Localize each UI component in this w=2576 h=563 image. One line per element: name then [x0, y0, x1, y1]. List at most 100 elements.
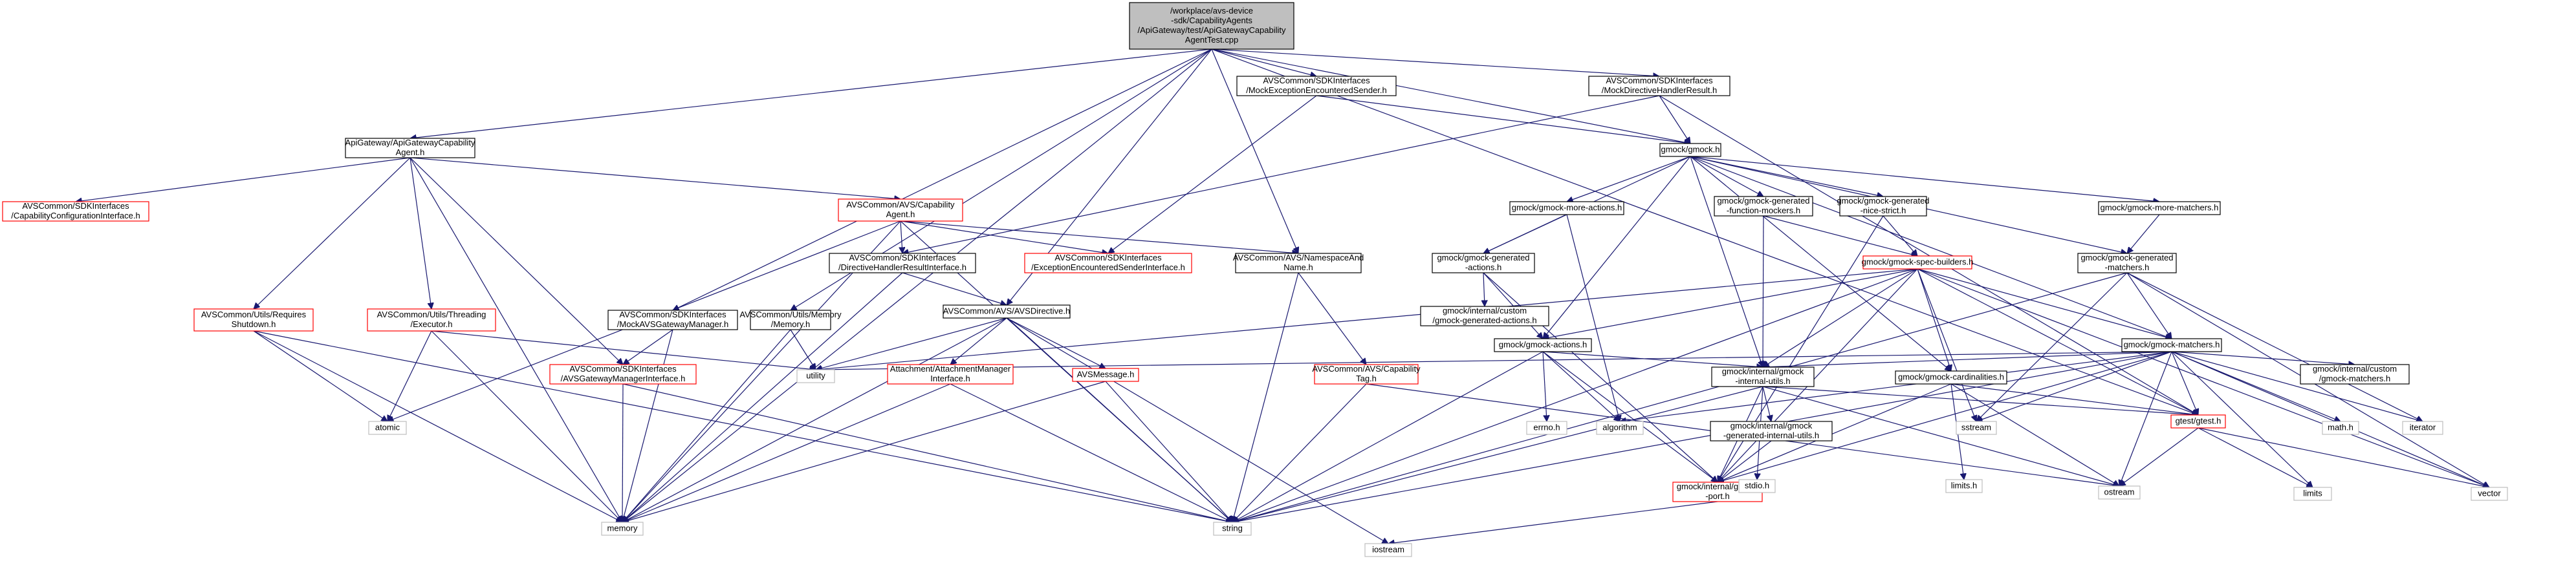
node-avsgwmi[interactable]: AVSCommon/SDKInterfaces/AVSGatewayManage… [549, 364, 697, 385]
node-ggenint[interactable]: gmock/internal/gmock-generated-internal-… [1710, 421, 1833, 441]
node-utility[interactable]: utility [796, 369, 835, 383]
node-stdio[interactable]: stdio.h [1738, 479, 1776, 493]
node-box[interactable] [1494, 338, 1592, 352]
node-box[interactable] [345, 138, 475, 158]
node-box[interactable] [1314, 364, 1419, 385]
node-limits[interactable]: limits [2293, 487, 2332, 501]
node-box[interactable] [367, 308, 496, 332]
node-box[interactable] [549, 364, 697, 385]
node-gcustomact[interactable]: gmock/internal/custom/gmock-generated-ac… [1420, 306, 1549, 326]
node-box[interactable] [1526, 421, 1567, 435]
node-box[interactable] [601, 522, 644, 536]
node-box[interactable] [829, 253, 976, 273]
node-box[interactable] [1596, 421, 1644, 435]
node-eesi[interactable]: AVSCommon/SDKInterfaces/ExceptionEncount… [1024, 253, 1192, 273]
node-algorithm[interactable]: algorithm [1596, 421, 1644, 435]
node-utilmem[interactable]: AVSCommon/Utils/Memory/Memory.h [739, 310, 842, 330]
node-box[interactable] [368, 421, 407, 435]
node-gcard[interactable]: gmock/gmock-cardinalities.h [1895, 370, 2007, 385]
node-box[interactable] [2121, 338, 2222, 352]
node-box[interactable] [2322, 421, 2359, 435]
node-gcustommatch[interactable]: gmock/internal/custom/gmock-matchers.h [2300, 364, 2410, 385]
node-executor[interactable]: AVSCommon/Utils/Threading/Executor.h [367, 308, 496, 332]
node-box[interactable] [1236, 76, 1397, 96]
node-box[interactable] [1024, 253, 1192, 273]
node-iostream[interactable]: iostream [1364, 543, 1412, 557]
node-box[interactable] [1862, 255, 1972, 270]
node-box[interactable] [1235, 253, 1362, 273]
node-box[interactable] [1839, 196, 1927, 217]
node-ggenact[interactable]: gmock/gmock-generated-actions.h [1432, 253, 1535, 273]
node-box[interactable] [1711, 366, 1815, 387]
node-vector[interactable]: vector [2471, 487, 2508, 501]
node-box[interactable] [1659, 143, 1721, 157]
node-dhri[interactable]: AVSCommon/SDKInterfaces/DirectiveHandler… [829, 253, 976, 273]
node-ginternalutils[interactable]: gmock/internal/gmock-internal-utils.h [1711, 366, 1815, 387]
node-box[interactable] [1420, 306, 1549, 326]
node-box[interactable] [2098, 485, 2141, 500]
node-mockexc[interactable]: AVSCommon/SDKInterfaces/MockExceptionEnc… [1236, 76, 1397, 96]
node-gmorematch[interactable]: gmock/gmock-more-matchers.h [2098, 201, 2221, 215]
node-box[interactable] [2471, 487, 2508, 501]
node-mockdir[interactable]: AVSCommon/SDKInterfaces/MockDirectiveHan… [1588, 76, 1730, 96]
node-box[interactable] [1072, 368, 1139, 382]
node-box[interactable] [193, 308, 314, 332]
node-atomic[interactable]: atomic [368, 421, 407, 435]
node-root[interactable]: /workplace/avs-device-sdk/CapabilityAgen… [1129, 2, 1294, 50]
node-climits[interactable]: limits.h [1945, 479, 1983, 493]
node-gmoreact[interactable]: gmock/gmock-more-actions.h [1509, 201, 1624, 215]
node-box[interactable] [2, 201, 149, 222]
node-box[interactable] [2300, 364, 2410, 385]
node-box[interactable] [1738, 479, 1776, 493]
node-box[interactable] [750, 310, 831, 330]
node-box[interactable] [2170, 414, 2226, 429]
node-box[interactable] [1714, 196, 1813, 217]
node-sstream[interactable]: sstream [1956, 421, 1997, 435]
node-gtest[interactable]: gtest/gtest.h [2170, 414, 2226, 429]
node-gnicestrict[interactable]: gmock/gmock-generated-nice-strict.h [1837, 196, 1930, 217]
node-capagent[interactable]: AVSCommon/AVS/CapabilityAgent.h [838, 198, 963, 222]
node-avsdir[interactable]: AVSCommon/AVS/AVSDirective.h [943, 304, 1071, 319]
node-box[interactable] [2293, 487, 2332, 501]
node-box[interactable] [1213, 522, 1252, 536]
node-avsmsg[interactable]: AVSMessage.h [1072, 368, 1139, 382]
node-memory[interactable]: memory [601, 522, 644, 536]
node-box[interactable] [1432, 253, 1535, 273]
node-mockavsgw[interactable]: AVSCommon/SDKInterfaces/MockAVSGatewayMa… [607, 310, 738, 330]
node-gspec[interactable]: gmock/gmock-spec-builders.h [1862, 255, 1974, 270]
node-iterator[interactable]: iterator [2402, 421, 2443, 435]
node-box[interactable] [1710, 421, 1833, 441]
node-errno[interactable]: errno.h [1526, 421, 1567, 435]
node-box[interactable] [1364, 543, 1412, 557]
node-box[interactable] [887, 364, 1014, 385]
node-math[interactable]: math.h [2322, 421, 2359, 435]
node-gactions[interactable]: gmock/gmock-actions.h [1494, 338, 1592, 352]
node-box[interactable] [1588, 76, 1730, 96]
node-box[interactable] [1956, 421, 1997, 435]
node-box[interactable] [1945, 479, 1983, 493]
node-box[interactable] [943, 304, 1071, 319]
node-box[interactable] [1509, 201, 1624, 215]
node-box[interactable] [796, 369, 835, 383]
node-ostream[interactable]: ostream [2098, 485, 2141, 500]
node-box[interactable] [1129, 2, 1294, 50]
node-string[interactable]: string [1213, 522, 1252, 536]
node-gmock[interactable]: gmock/gmock.h [1659, 143, 1721, 157]
node-ggenmatch[interactable]: gmock/gmock-generated-matchers.h [2077, 253, 2177, 273]
node-box[interactable] [2098, 201, 2221, 215]
node-gmatchers[interactable]: gmock/gmock-matchers.h [2121, 338, 2222, 352]
node-capcfg[interactable]: AVSCommon/SDKInterfaces/CapabilityConfig… [2, 201, 149, 222]
node-box[interactable] [607, 310, 738, 330]
edge-mockexc-to-eesi [1108, 95, 1317, 253]
node-gfuncmock[interactable]: gmock/gmock-generated-function-mockers.h [1714, 196, 1813, 217]
node-box[interactable] [1895, 370, 2007, 385]
node-box[interactable] [2077, 253, 2177, 273]
node-box[interactable] [838, 198, 963, 222]
node-label-line: string [1222, 524, 1243, 533]
node-box[interactable] [2402, 421, 2443, 435]
